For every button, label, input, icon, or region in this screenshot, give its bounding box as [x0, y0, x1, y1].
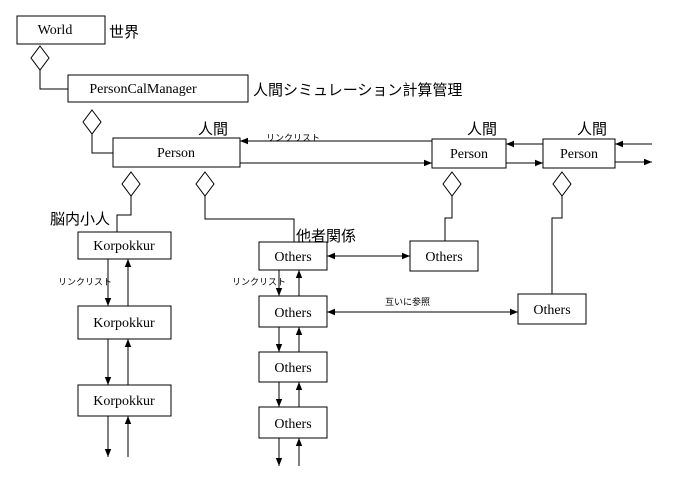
edge-person3-others: [551, 171, 572, 294]
others-p3-box: Others: [517, 293, 587, 325]
aggregation-diamond-person3: [552, 171, 572, 197]
linked-list-korp-label: リンクリスト: [58, 277, 112, 288]
edge-world-manager: [30, 45, 68, 90]
aggregation-diamond-manager: [82, 109, 102, 135]
korpokkur-3-label: Korpokkur: [93, 394, 155, 409]
world-box: World: [16, 15, 106, 45]
korpokkur-2-box: Korpokkur: [77, 305, 172, 340]
mutual-ref-label: 互いに参照: [385, 296, 430, 308]
person-main-label: Person: [157, 146, 195, 161]
others-p3-label: Others: [533, 303, 570, 318]
person-main-jp-label: 人間: [198, 120, 228, 138]
aggregation-diamond-person2: [442, 171, 462, 197]
aggregation-diamond-world: [30, 45, 50, 71]
korpokkur-3-box: Korpokkur: [77, 384, 172, 417]
person-cal-manager-label: PersonCalManager: [89, 82, 197, 97]
person-3-label: Person: [560, 147, 598, 162]
person-3-box: Person: [542, 138, 616, 169]
world-box-label: World: [38, 23, 73, 38]
others-1-label: Others: [274, 250, 311, 265]
manager-jp-label: 人間シミュレーション計算管理: [253, 81, 462, 99]
person-2-label: Person: [450, 147, 488, 162]
person-main-box: Person: [112, 137, 241, 168]
others-relation-label: 他者関係: [296, 227, 356, 245]
brain-dwarf-label: 脳内小人: [50, 210, 110, 228]
edge-person-others: [195, 171, 295, 242]
edge-manager-person: [82, 109, 113, 154]
person-3-jp-label: 人間: [577, 120, 607, 138]
world-jp-label: 世界: [109, 23, 139, 41]
linked-list-others-label: リンクリスト: [232, 277, 286, 288]
others-p2-label: Others: [425, 250, 462, 265]
aggregation-diamond-person-others: [195, 171, 215, 197]
korpokkur-1-label: Korpokkur: [93, 239, 155, 254]
others-2-box: Others: [258, 295, 328, 328]
others-2-label: Others: [274, 306, 311, 321]
edge-person2-others: [442, 171, 462, 241]
person-2-jp-label: 人間: [467, 120, 497, 138]
others-1-box: Others: [258, 241, 328, 271]
others-4-box: Others: [258, 406, 328, 439]
others-4-label: Others: [274, 417, 311, 432]
others-3-label: Others: [274, 361, 311, 376]
linked-list-top-label: リンクリスト: [266, 133, 320, 144]
person-2-box: Person: [431, 138, 507, 169]
person-cal-manager-box: PersonCalManager: [67, 74, 249, 103]
edge-person-korpokkur: [116, 171, 141, 232]
others-3-box: Others: [258, 351, 328, 383]
others-p2-box: Others: [409, 240, 479, 272]
korpokkur-2-label: Korpokkur: [93, 316, 155, 331]
aggregation-diamond-person-korp: [121, 171, 141, 197]
korpokkur-1-box: Korpokkur: [77, 231, 172, 260]
